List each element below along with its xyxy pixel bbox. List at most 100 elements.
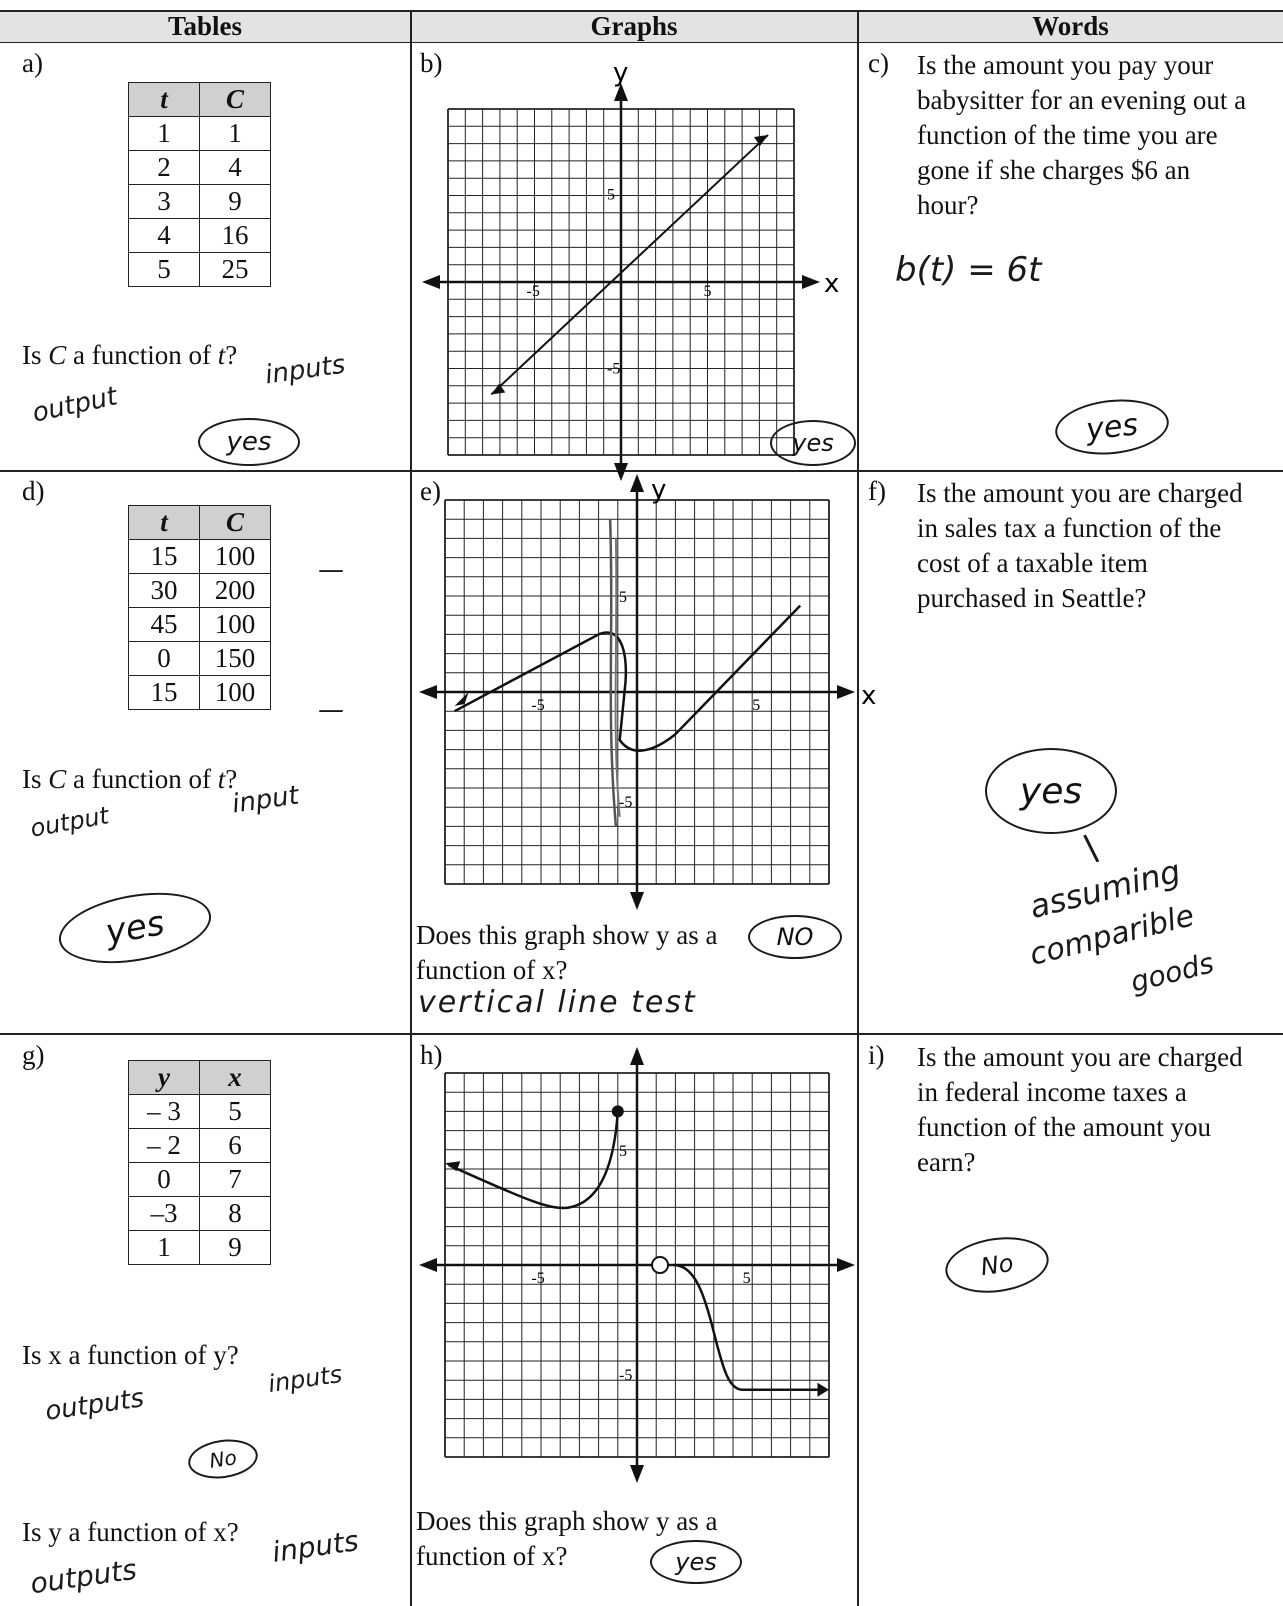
cell: 9: [199, 184, 271, 219]
formula-c: b(t) = 6t: [895, 250, 1042, 290]
cell: – 3: [128, 1094, 200, 1129]
cell: 16: [199, 218, 271, 253]
tick-label: 5: [752, 697, 760, 714]
tick-label: 5: [704, 283, 712, 300]
cell: 4: [128, 218, 200, 253]
answer-circle-h: yes: [650, 1540, 742, 1584]
graph-e: 5 -5 -5 5 y x: [419, 474, 876, 910]
cell-f-question: Is the amount you are charged in sales t…: [917, 478, 1243, 613]
arrow-head: [491, 383, 506, 395]
note2-output-g: outputs: [28, 1552, 139, 1601]
x-axis-label: x: [861, 681, 876, 711]
arrow-head: [837, 685, 855, 699]
note-tick: \: [1078, 827, 1104, 870]
y-axis-label: y: [651, 475, 666, 505]
cell-b-label: b): [420, 48, 443, 78]
note2-input-g: inputs: [270, 1524, 361, 1569]
cell-i-question: Is the amount you are charged in federal…: [917, 1042, 1243, 1177]
arrow-head: [754, 134, 769, 146]
cell: 100: [199, 607, 271, 642]
table-d-col1: t: [128, 505, 200, 540]
cell: 0: [128, 1162, 200, 1197]
tick-label: -5: [527, 283, 540, 300]
table-a-col1: t: [128, 82, 200, 117]
header-words: Words: [858, 10, 1283, 43]
cell: – 2: [128, 1128, 200, 1163]
header-tables: Tables: [0, 10, 410, 43]
tick-label: -5: [531, 697, 544, 714]
plot-curve: [673, 1263, 822, 1392]
grid-line: [0, 1033, 1283, 1035]
grid-line: [0, 470, 1283, 472]
tick-label: -5: [531, 1270, 544, 1287]
cell: 150: [199, 641, 271, 676]
arrow-head: [837, 1258, 855, 1272]
arrow-head: [630, 474, 644, 492]
tick-label: 5: [607, 187, 615, 204]
arrow-head: [630, 1465, 644, 1483]
y-axis-label: y: [613, 58, 628, 88]
cell: 1: [199, 116, 271, 151]
x-axis-label: x: [824, 269, 839, 299]
tick-label: 5: [619, 1143, 627, 1160]
cell: 2: [128, 150, 200, 185]
closed-dot: [611, 1105, 624, 1118]
note-input-d: input: [230, 780, 301, 820]
cell: 25: [199, 252, 271, 287]
cell: 1: [128, 1230, 200, 1265]
cell-f-label: f): [868, 476, 886, 506]
note1-input-g: inputs: [266, 1359, 344, 1399]
cell-c-label: c): [868, 48, 889, 78]
tick-label: -5: [619, 1367, 632, 1384]
arrow-head: [630, 1047, 644, 1065]
cell-e-label: e): [420, 476, 441, 506]
vertical-test-line: [608, 519, 618, 827]
cell-i-label: i): [868, 1040, 885, 1070]
vertical-test-line: [614, 538, 621, 817]
cell-h-question: Does this graph show y as a function of …: [416, 1506, 718, 1571]
tick-label: 5: [619, 589, 627, 606]
dash-mark: —: [318, 695, 344, 725]
cell-d-label: d): [22, 476, 45, 506]
cell: 6: [199, 1128, 271, 1163]
cell-g-question2: Is y a function of x?: [22, 1517, 239, 1547]
arrow-head: [817, 1382, 829, 1397]
table-d-col2: C: [199, 505, 271, 540]
cell: 200: [199, 573, 271, 608]
arrow-head: [802, 275, 820, 289]
plot-curve: [448, 1111, 620, 1210]
tick-label: -5: [619, 794, 632, 811]
cell: 5: [128, 252, 200, 287]
cell-a-question: Is C a function of t?: [22, 340, 238, 370]
cell: 9: [199, 1230, 271, 1265]
cell: 100: [199, 675, 271, 710]
answer-circle-i: No: [941, 1231, 1053, 1299]
note1-output-g: outputs: [43, 1383, 146, 1427]
cell: 15: [128, 675, 200, 710]
cell-g-question1: Is x a function of y?: [22, 1340, 239, 1370]
table-g-col2: x: [199, 1060, 271, 1095]
open-dot: [651, 1256, 670, 1274]
answer-circle-d: yes: [53, 882, 217, 974]
answer-circle-b: yes: [770, 420, 856, 466]
tick-label: -5: [607, 361, 620, 378]
table-a-col2: C: [199, 82, 271, 117]
answer-circle-g: No: [185, 1435, 261, 1483]
cell: 0: [128, 641, 200, 676]
